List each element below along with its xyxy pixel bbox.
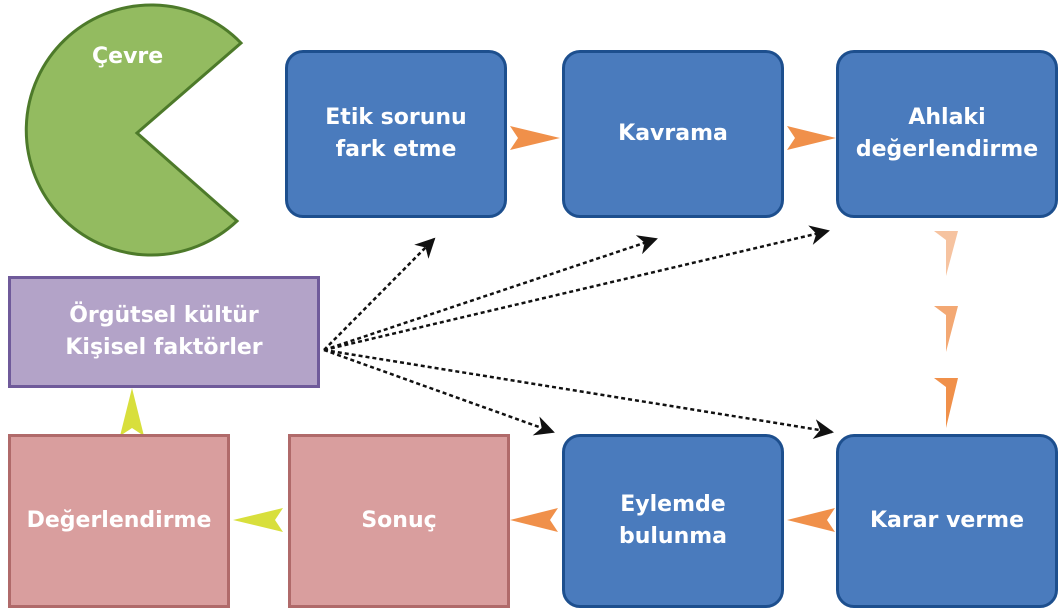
arrow-moral-down-2 (934, 306, 958, 352)
environment-label: Çevre (92, 44, 164, 69)
stage-moral-evaluation-box: Ahlaki değerlendirme (836, 50, 1058, 218)
stage-recognize-box: Etik sorunu fark etme (285, 50, 507, 218)
factors-label: Örgütsel kültür Kişisel faktörler (65, 303, 263, 360)
environment-pacman-shape (24, 3, 244, 257)
arrow-decision-to-action (787, 508, 835, 532)
stage-action-label: Eylemde bulunma (618, 492, 728, 549)
influence-arrow-decision (323, 348, 834, 440)
stage-decision-box: Karar verme (836, 434, 1058, 608)
stage-comprehend-box: Kavrama (562, 50, 784, 218)
influence-arrow-moral (323, 225, 830, 352)
result-label: Sonuç (361, 508, 437, 534)
factors-box: Örgütsel kültür Kişisel faktörler (8, 276, 320, 388)
influence-arrow-recognize (323, 237, 436, 351)
stage-action-box: Eylemde bulunma (562, 434, 784, 608)
influence-arrows (323, 225, 834, 440)
result-box: Sonuç (288, 434, 510, 608)
arrow-comprehend-to-moral (787, 126, 836, 150)
arrow-evaluation-to-factors (120, 388, 144, 436)
process-arrows (510, 126, 958, 532)
feedback-arrows (120, 388, 283, 532)
stage-moral-evaluation-label: Ahlaki değerlendirme (855, 105, 1039, 162)
stage-recognize-label: Etik sorunu fark etme (325, 105, 467, 162)
arrow-recognize-to-comprehend (510, 126, 560, 150)
stage-comprehend-label: Kavrama (618, 121, 728, 147)
arrow-action-to-result (510, 508, 558, 532)
arrow-result-to-evaluation (233, 508, 283, 532)
stage-decision-label: Karar verme (869, 508, 1025, 534)
arrow-moral-down-3 (934, 378, 958, 428)
evaluation-box: Değerlendirme (8, 434, 230, 608)
influence-arrow-comprehend (323, 235, 658, 352)
evaluation-label: Değerlendirme (26, 508, 212, 534)
arrow-moral-down-1 (934, 231, 958, 276)
influence-arrow-action (323, 348, 555, 436)
